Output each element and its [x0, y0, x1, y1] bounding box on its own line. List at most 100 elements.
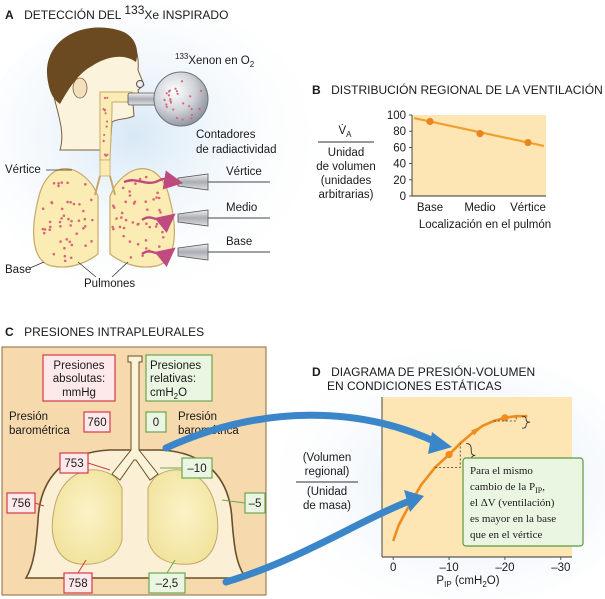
- radiation-arrow-base: [141, 247, 176, 267]
- lung-dot: [66, 200, 69, 204]
- lung-dot: [49, 225, 52, 229]
- relative-box-unit: cmH: [150, 387, 174, 399]
- counter-medio-probe: [177, 209, 209, 227]
- xenon-dot: [167, 94, 171, 97]
- note-line-1: Para el mismo: [470, 465, 533, 477]
- panel-d-xlabel-unit-sub: 2: [482, 580, 487, 589]
- lung-dot: [84, 244, 87, 248]
- radiation-arrow-vertice: [123, 170, 184, 190]
- lung-dot: [129, 256, 133, 259]
- lung-dot: [77, 219, 81, 222]
- lung-dot: [154, 225, 158, 228]
- panel-b-ylabel-v-sub: A: [346, 130, 352, 139]
- lung-dot: [70, 219, 73, 223]
- xenon-dot: [174, 87, 177, 90]
- lung-dot: [48, 220, 52, 224]
- radiation-arrow-medio: [141, 213, 176, 233]
- xenon-dot: [175, 90, 178, 93]
- relative-pressures-box: [145, 354, 213, 402]
- lung-dot: [67, 217, 70, 221]
- ear: [72, 77, 88, 99]
- counters-label-2: de radiactividad: [196, 144, 277, 156]
- panel-d-ylabel-4: de masa): [303, 500, 351, 512]
- panel-d-xlabel-unit-post: O): [487, 575, 500, 587]
- panel-a-heading: A DETECCIÓN DEL 133Xe INSPIRADO: [5, 3, 228, 23]
- lung-dot: [120, 211, 124, 215]
- chart-b-y-tick-label: 0: [400, 191, 406, 203]
- abs-mid-value: 756: [11, 498, 30, 510]
- lung-dot: [145, 222, 148, 226]
- chart-b-plot-area: [412, 115, 546, 196]
- right-lung: [109, 168, 175, 268]
- lung-dot: [78, 202, 81, 206]
- lung-dots: [41, 96, 165, 263]
- note-line-4: es mayor en la base: [470, 513, 556, 525]
- xenon-dot: [189, 95, 192, 98]
- panel-d: D DIAGRAMA DE PRESIÓN-VOLUMEN EN CONDICI…: [270, 350, 605, 599]
- relative-box-line-1: Presiones: [150, 360, 201, 372]
- relative-box-line-3: cmH2O: [150, 387, 187, 401]
- base-connector-arrow: [222, 496, 416, 586]
- note-line-2-pre: cambio de la P: [470, 481, 535, 493]
- chart-b-point: [524, 138, 532, 147]
- xenon-dot: [172, 108, 175, 111]
- chart-d-base-point: [445, 451, 453, 459]
- panel-a-letter: A: [5, 8, 14, 22]
- pulmones-leader-left: [77, 261, 97, 278]
- chart-d-apex-point: [501, 414, 509, 422]
- apex-connector-arrowhead: [428, 432, 452, 454]
- pulmones-label: Pulmones: [84, 278, 135, 290]
- lung-dot: [134, 182, 137, 185]
- xenon-dot: [190, 113, 194, 116]
- absolute-box-line-2: absolutas:: [53, 373, 105, 385]
- lung-dot: [89, 198, 93, 202]
- panel-d-heading-1: D DIAGRAMA DE PRESIÓN-VOLUMEN: [312, 363, 535, 380]
- panel-a-title-pre: DETECCIÓN DEL: [24, 7, 124, 22]
- panel-b-ylabel-top: V̇A: [338, 124, 352, 139]
- panel-d-ylabel-1: (Volumen: [303, 452, 352, 464]
- panel-d-ylabel-2: regional): [305, 466, 350, 478]
- panel-d-title-2: EN CONDICIONES ESTÁTICAS: [327, 378, 502, 393]
- xenon-dot: [165, 105, 168, 109]
- panel-b-heading: B DISTRIBUCIÓN REGIONAL DE LA VENTILACIÓ…: [312, 81, 603, 98]
- airway-dot: [103, 96, 107, 100]
- panel-c-title: PRESIONES INTRAPLEURALES: [24, 325, 204, 339]
- note-line-2-post: ,: [542, 481, 545, 493]
- trachea: [99, 159, 111, 177]
- chart-d-direction-arrow: [471, 426, 482, 436]
- lung-dot: [65, 238, 69, 241]
- lung-dot: [63, 246, 66, 250]
- abs-mid-leader: [34, 502, 45, 507]
- lung-dot: [131, 221, 135, 224]
- airway-dot: [104, 154, 108, 157]
- lung-dot: [41, 207, 45, 211]
- lung-dot: [155, 222, 159, 226]
- xenon-label-sub: 2: [250, 60, 255, 69]
- xenon-dot: [188, 105, 191, 108]
- xenon-dot: [169, 97, 172, 101]
- lung-dot: [161, 230, 164, 234]
- panel-b-title: DISTRIBUCIÓN REGIONAL DE LA VENTILACIÓN: [331, 82, 603, 97]
- chart-b-y-tick-label: 40: [393, 159, 406, 171]
- panel-b-letter: B: [312, 83, 321, 97]
- rel-mid-value: –5: [249, 498, 262, 510]
- bronchi: [94, 175, 116, 196]
- absolute-pressures-box: [42, 354, 116, 402]
- panel-c: C PRESIONES INTRAPLEURALES Presiones abs…: [1, 325, 267, 596]
- lung-dot: [68, 240, 72, 244]
- chart-d-x-tick-label: –20: [495, 562, 514, 574]
- absolute-box-line-3: mmHg: [62, 387, 96, 399]
- counter-base-label: Base: [226, 236, 252, 248]
- airway-dot: [102, 139, 105, 142]
- xenon-dot: [180, 80, 184, 83]
- chart-d-x-tick-label: –30: [551, 562, 570, 574]
- left-lung: [33, 168, 99, 268]
- counter-base: Base: [141, 236, 270, 267]
- relative-box-line-2: relativas:: [150, 373, 196, 385]
- lung-dot: [60, 207, 64, 211]
- absolute-box-line-1: Presiones: [53, 360, 104, 372]
- vertice-left-label: Vértice: [5, 164, 41, 176]
- abs-bottom-leader: [77, 559, 87, 574]
